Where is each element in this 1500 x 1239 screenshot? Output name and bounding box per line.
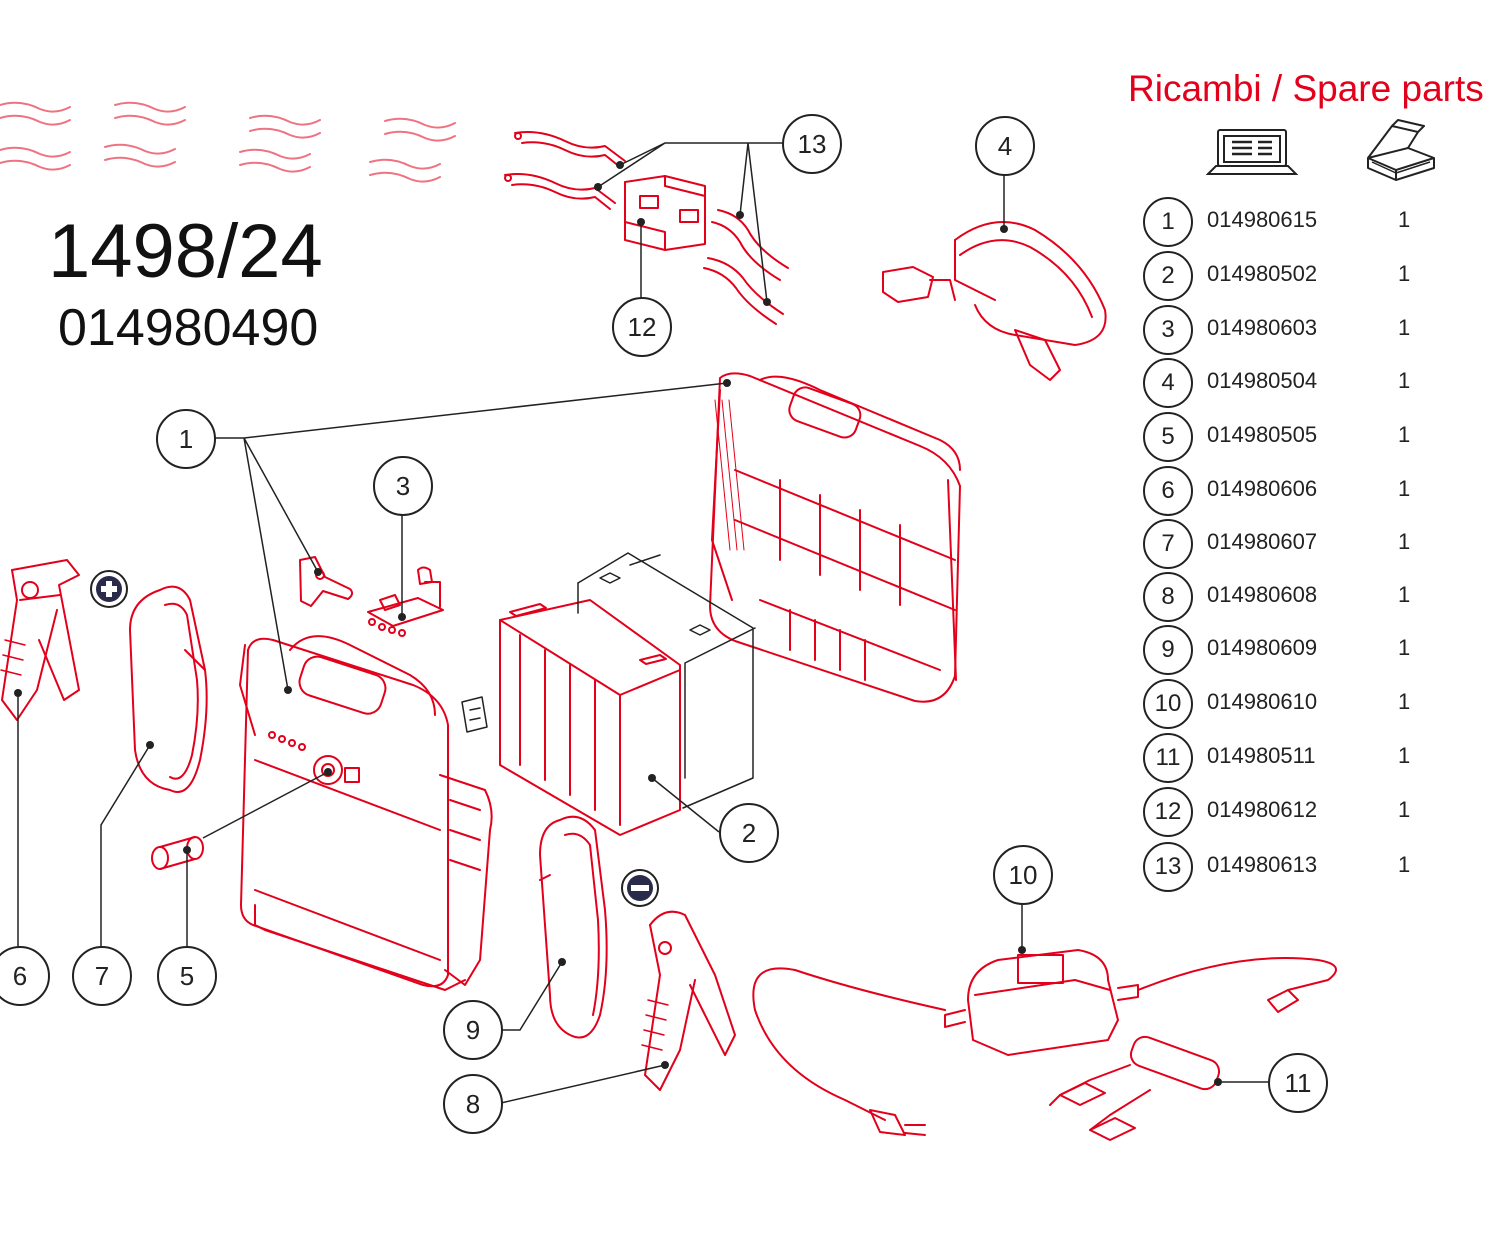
part-number: 1 (1143, 197, 1193, 247)
callout-11: 11 (1268, 1053, 1328, 1113)
part-10-charger (752, 949, 1337, 1136)
minus-icon (621, 869, 659, 907)
part-quantity: 1 (1398, 368, 1411, 393)
parts-row: 1 014980615 1 (1143, 197, 1473, 247)
callout-7: 7 (72, 946, 132, 1006)
part-code: 014980606 (1207, 476, 1318, 501)
part-code: 014980608 (1207, 582, 1318, 607)
part-code: 014980610 (1207, 689, 1318, 714)
part-code: 014980609 (1207, 635, 1318, 660)
part-code: 014980505 (1207, 422, 1318, 447)
part-number: 11 (1143, 733, 1193, 783)
part-1-case-back (709, 372, 961, 703)
part-6-positive-clamp (0, 559, 80, 721)
part-1-main-body (239, 635, 493, 991)
part-number: 10 (1143, 679, 1193, 729)
part-3-circuit-board (367, 566, 444, 637)
part-13-cables (504, 131, 789, 325)
parts-row: 4 014980504 1 (1143, 358, 1473, 408)
part-quantity: 1 (1398, 582, 1411, 607)
part-1-terminal (299, 556, 354, 607)
callout-10: 10 (993, 845, 1053, 905)
part-quantity: 1 (1398, 743, 1411, 768)
part-code: 014980511 (1207, 743, 1316, 768)
parts-row: 9 014980609 1 (1143, 625, 1473, 675)
switch-piece (461, 696, 488, 733)
part-code: 014980607 (1207, 529, 1318, 554)
callout-6: 6 (0, 946, 50, 1006)
part-quantity: 1 (1398, 635, 1411, 660)
part-number: 5 (1143, 412, 1193, 462)
part-quantity: 1 (1398, 422, 1411, 447)
part-number: 4 (1143, 358, 1193, 408)
part-code: 014980504 (1207, 368, 1318, 393)
part-quantity: 1 (1398, 261, 1411, 286)
part-code: 014980612 (1207, 797, 1318, 822)
part-9-cable (539, 815, 608, 1039)
callout-13: 13 (782, 114, 842, 174)
callout-2: 2 (719, 803, 779, 863)
parts-row: 5 014980505 1 (1143, 412, 1473, 462)
parts-row: 6 014980606 1 (1143, 466, 1473, 516)
part-2-battery-back (577, 552, 756, 809)
part-code: 014980603 (1207, 315, 1318, 340)
article-code: 014980490 (58, 299, 319, 357)
part-11-lighter-cable (1049, 1035, 1221, 1141)
callout-8: 8 (443, 1074, 503, 1134)
part-code: 014980502 (1207, 261, 1318, 286)
leader-lines (17, 142, 1270, 1104)
part-quantity: 1 (1398, 852, 1411, 877)
part-quantity: 1 (1398, 689, 1411, 714)
part-number: 3 (1143, 305, 1193, 355)
cable-watermark (0, 101, 456, 183)
callout-1: 1 (156, 409, 216, 469)
part-number: 7 (1143, 519, 1193, 569)
parts-row: 8 014980608 1 (1143, 572, 1473, 622)
part-7-cable (129, 585, 208, 793)
parts-row: 11 014980511 1 (1143, 733, 1473, 783)
model-number: 1498/24 (48, 209, 323, 294)
part-quantity: 1 (1398, 529, 1411, 554)
part-quantity: 1 (1398, 797, 1411, 822)
part-quantity: 1 (1398, 207, 1411, 232)
part-number: 13 (1143, 842, 1193, 892)
callout-5: 5 (157, 946, 217, 1006)
part-code: 014980615 (1207, 207, 1318, 232)
parts-row: 12 014980612 1 (1143, 787, 1473, 837)
part-number: 9 (1143, 625, 1193, 675)
open-box-icon (1367, 119, 1435, 181)
computer-icon (1206, 129, 1298, 175)
part-quantity: 1 (1398, 476, 1411, 501)
part-number: 12 (1143, 787, 1193, 837)
parts-row: 3 014980603 1 (1143, 305, 1473, 355)
plus-icon (90, 570, 128, 608)
part-quantity: 1 (1398, 315, 1411, 340)
part-2-battery (499, 599, 681, 836)
parts-row: 7 014980607 1 (1143, 519, 1473, 569)
part-number: 2 (1143, 251, 1193, 301)
part-number: 6 (1143, 466, 1193, 516)
part-12-fuse-block (624, 175, 706, 251)
leader-dots (14, 161, 1222, 1086)
callout-12: 12 (612, 297, 672, 357)
callout-4: 4 (975, 116, 1035, 176)
callout-9: 9 (443, 1000, 503, 1060)
parts-row: 10 014980610 1 (1143, 679, 1473, 729)
parts-row: 2 014980502 1 (1143, 251, 1473, 301)
part-number: 8 (1143, 572, 1193, 622)
parts-row: 13 014980613 1 (1143, 842, 1473, 892)
part-code: 014980613 (1207, 852, 1318, 877)
part-8-negative-clamp (641, 910, 736, 1091)
callout-3: 3 (373, 456, 433, 516)
spare-parts-title: Ricambi / Spare parts (1128, 68, 1484, 109)
part-4-shoulder-strap (882, 221, 1107, 381)
part-5-socket-cap (151, 836, 204, 870)
